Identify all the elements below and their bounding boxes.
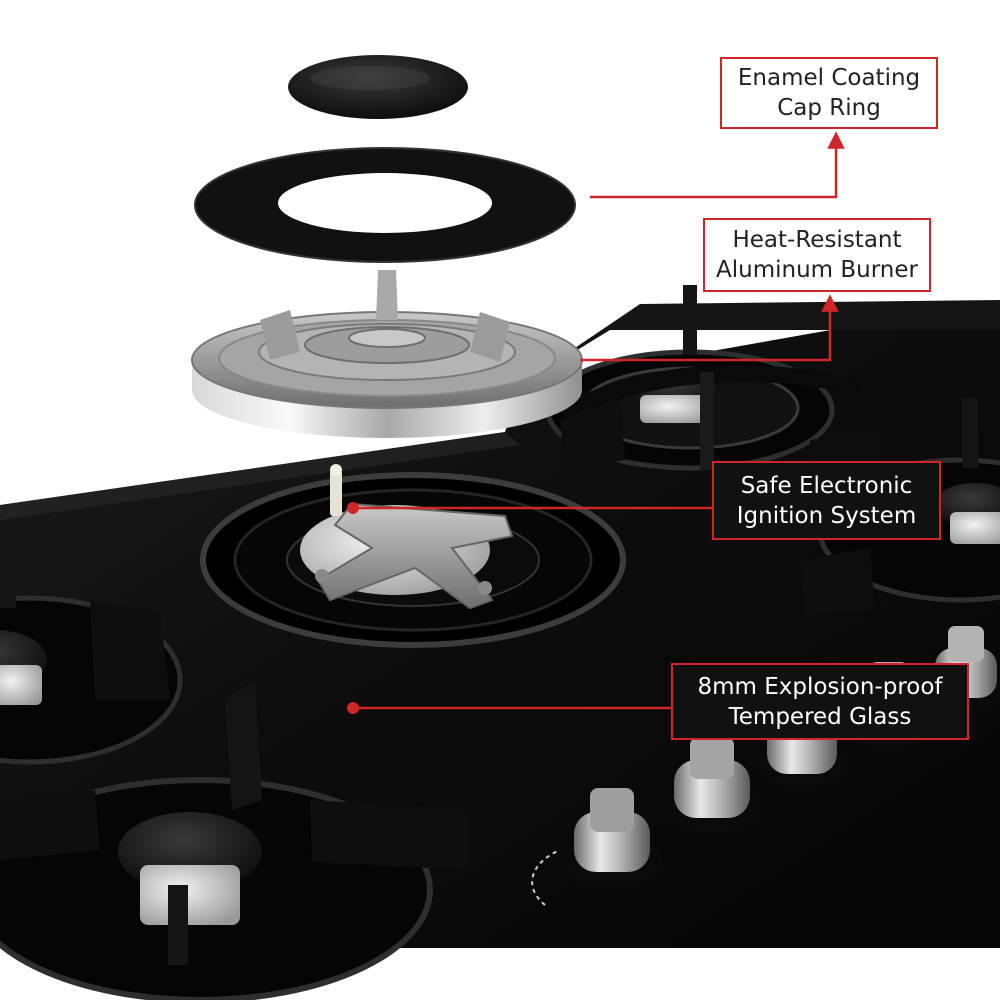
knob-1 <box>562 788 662 888</box>
aluminum-burner <box>191 270 583 438</box>
burner-front-left <box>0 680 470 1000</box>
leader-cap-ring <box>590 131 845 199</box>
enamel-cap-ring <box>195 148 575 262</box>
callout-line: Tempered Glass <box>728 703 912 730</box>
callout-burner: Heat-Resistant Aluminum Burner <box>703 218 931 292</box>
burner-top-right <box>545 285 880 471</box>
callout-line: Safe Electronic <box>740 472 913 499</box>
callout-line: Aluminum Burner <box>716 257 918 283</box>
burner-left <box>0 528 183 765</box>
knob-2 <box>662 737 762 834</box>
callout-cap-ring: Enamel Coating Cap Ring <box>720 57 938 129</box>
callout-line: Cap Ring <box>777 95 881 121</box>
burner-cap <box>288 55 468 119</box>
burner-spider <box>316 502 514 610</box>
callout-line: Heat-Resistant <box>732 227 902 253</box>
burner-center-base <box>200 464 626 648</box>
callout-glass: 8mm Explosion-proof Tempered Glass <box>671 663 969 740</box>
callout-line: Enamel Coating <box>737 65 921 91</box>
ignition-electrode <box>330 470 342 516</box>
callout-ignition: Safe Electronic Ignition System <box>712 461 941 540</box>
callout-line: 8mm Explosion-proof <box>697 673 943 700</box>
callout-line: Ignition System <box>736 502 917 529</box>
leader-burner <box>580 294 839 362</box>
